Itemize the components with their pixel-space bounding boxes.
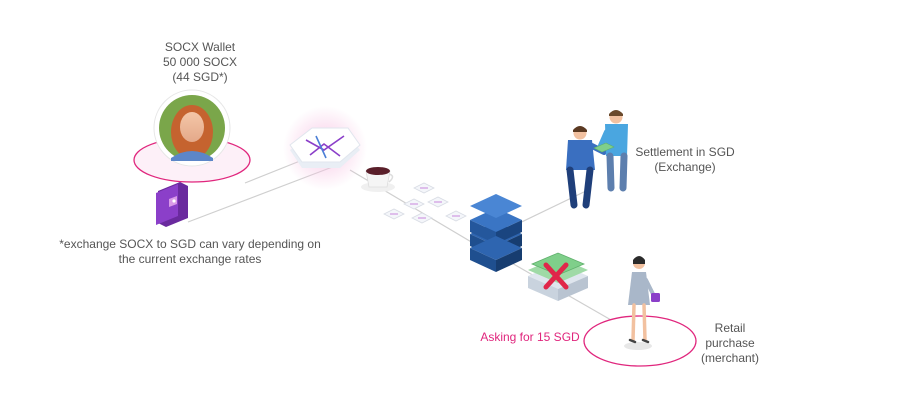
wallet-value: (44 SGD*) [172,70,228,84]
token-stream-icons [383,182,467,224]
settlement-label: Settlement in SGD (Exchange) [625,145,745,175]
exchange-disclaimer: *exchange SOCX to SGD can vary depending… [40,237,340,267]
shopper-woman-icon [628,256,660,344]
retail-line-1: Retail [714,321,746,335]
asking-label: Asking for 15 SGD [480,330,580,344]
handshake-people-icon [566,110,628,209]
wallet-amount: 50 000 SOCX [162,55,238,69]
wallet-label: SOCX Wallet 50 000 SOCX (44 SGD*) [120,40,280,85]
wallet-title: SOCX Wallet [164,40,236,54]
disclaimer-line-1: *exchange SOCX to SGD can vary depending… [59,237,321,251]
coffee-cup-icon [361,167,395,192]
retail-line-3: (merchant) [700,351,759,365]
socx-token-icon [283,106,367,190]
woman-avatar [153,89,231,167]
settlement-line-2: (Exchange) [654,160,716,174]
retail-line-2: purchase [705,336,755,350]
retail-purchase-label: Retail purchase (merchant) [690,321,770,366]
merchant-platform [583,315,697,367]
disclaimer-line-2: the current exchange rates [118,252,262,266]
settlement-line-1: Settlement in SGD [635,145,735,159]
wallet-icon [156,182,188,227]
reject-x-mark [543,262,569,290]
cash-rejected-icon [528,252,588,301]
server-stack-icon [470,194,522,272]
